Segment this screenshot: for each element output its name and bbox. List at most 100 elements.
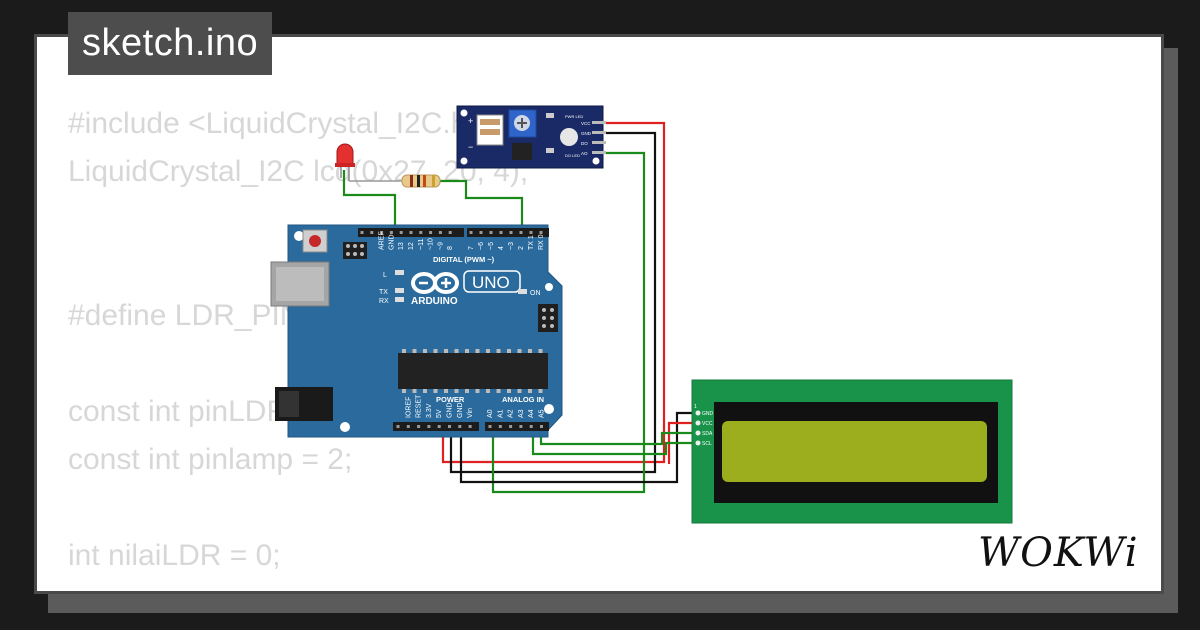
header-pin[interactable] <box>529 425 533 428</box>
header-pin[interactable] <box>488 425 492 428</box>
top-pin-label: AREF <box>379 231 386 250</box>
bottom-pin-label: 3.3V <box>426 403 433 418</box>
header-pin[interactable] <box>409 231 413 234</box>
led-tx-label: TX <box>379 289 388 296</box>
top-pin-label: 13 <box>398 242 405 250</box>
header-pin[interactable] <box>427 425 431 428</box>
header-pin[interactable] <box>419 231 423 234</box>
digital-header-label: DIGITAL (PWM ~) <box>433 255 495 264</box>
wire-ldr-gnd[interactable] <box>449 131 657 474</box>
arduino-logo-icon <box>411 272 459 294</box>
header-pin[interactable] <box>499 231 503 234</box>
uno-badge <box>463 270 521 293</box>
bottom-pin-label: A4 <box>528 409 535 418</box>
code-line: const int pinlamp = 2; <box>68 443 353 476</box>
header-pin[interactable] <box>498 425 502 428</box>
icsp-header-top <box>343 242 367 259</box>
power-jack-inner <box>279 391 299 417</box>
header-pin[interactable] <box>539 231 543 234</box>
lcd-display[interactable]: 1 GND VCC SDA SCL <box>691 379 1013 524</box>
ldr-pin-label: GND <box>581 131 592 136</box>
led-on <box>518 289 527 294</box>
top-pin-label: GND <box>388 234 395 250</box>
wire-ldr-vcc[interactable] <box>441 121 666 464</box>
ldr-sensor-module[interactable]: + − PWR LED DO LED VCC GND DO AO <box>456 105 606 169</box>
top-pin-label: 7 <box>468 246 475 250</box>
wire-lcd-gnd[interactable] <box>459 411 698 484</box>
header-pin[interactable] <box>360 231 364 234</box>
top-pin-label: ~10 <box>428 238 435 250</box>
wire-led-gnd[interactable] <box>342 170 397 232</box>
svg-text:−: − <box>468 142 473 152</box>
svg-text:DO LED: DO LED <box>565 153 580 158</box>
header-pin[interactable] <box>509 231 513 234</box>
header-pin[interactable] <box>489 231 493 234</box>
header-pin[interactable] <box>448 231 452 234</box>
header-pin[interactable] <box>448 425 451 428</box>
top-pin-label: RX 0 <box>538 234 545 250</box>
header-pin[interactable] <box>509 425 513 428</box>
mount-hole <box>340 422 350 432</box>
analog-label: ANALOG IN <box>502 395 544 404</box>
code-line: #include <LiquidCrystal_I2C.h> <box>68 107 485 140</box>
top-pin-label: ~9 <box>437 242 444 250</box>
led-l-label: L <box>383 272 387 279</box>
mount-hole <box>460 157 468 165</box>
top-pin-label: 8 <box>447 246 454 250</box>
code-preview: #include <LiquidCrystal_I2C.h> LiquidCry… <box>68 100 528 580</box>
header-pin[interactable] <box>458 425 462 428</box>
wire-lcd-scl[interactable] <box>531 428 698 456</box>
header-pin[interactable] <box>429 231 433 234</box>
header-pin[interactable] <box>469 231 473 234</box>
led-on-label: ON <box>530 290 541 297</box>
header-pin[interactable] <box>396 425 400 428</box>
header-pin[interactable] <box>380 231 384 234</box>
power-header <box>393 422 479 431</box>
usb-port-inner <box>276 267 324 301</box>
header-pin[interactable] <box>399 231 403 234</box>
digital-header-right <box>467 228 549 237</box>
icsp-header-right <box>538 304 558 332</box>
bottom-pin-label: A3 <box>518 409 525 418</box>
wokwi-logo-icon: WOKWi <box>978 530 1139 576</box>
header-pin[interactable] <box>370 231 374 234</box>
wire-lcd-vcc[interactable] <box>667 421 698 464</box>
lcd-pin-label: GND <box>702 411 714 417</box>
wire-resistor-pin2[interactable] <box>440 179 524 232</box>
bottom-pin-label: IOREF <box>405 397 412 418</box>
atmega-chip <box>398 349 548 393</box>
header-pin[interactable] <box>437 425 441 428</box>
bottom-pin-label: A2 <box>508 409 515 418</box>
header-pin[interactable] <box>468 425 472 428</box>
top-pin-label: ~5 <box>488 242 495 250</box>
bottom-pin-label: A5 <box>539 409 546 418</box>
header-pin[interactable] <box>519 231 523 234</box>
red-led[interactable] <box>335 143 402 182</box>
header-pin[interactable] <box>438 231 442 234</box>
header-pin[interactable] <box>479 231 483 234</box>
mount-hole <box>544 404 554 414</box>
ldr-pin-label: DO <box>581 141 588 146</box>
bottom-pin-label: 5V <box>436 409 443 418</box>
wire-lcd-sda[interactable] <box>539 428 698 446</box>
top-pin-label: ~6 <box>478 242 485 250</box>
top-pin-label: 4 <box>498 246 505 250</box>
header-pin[interactable] <box>417 425 421 428</box>
header-pin[interactable] <box>406 425 410 428</box>
top-pin-label: ~11 <box>418 239 425 250</box>
wire-ldr-ao[interactable] <box>491 151 646 494</box>
header-pin[interactable] <box>540 425 543 428</box>
reset-button-cap[interactable] <box>309 235 321 247</box>
lcd-pin-label: VCC <box>702 421 713 427</box>
bottom-pin-label: RESET <box>416 394 423 418</box>
resistor[interactable] <box>401 174 441 188</box>
wokwi-logo-text: WOKWi <box>978 530 1139 576</box>
top-pin-label: 2 <box>518 246 525 250</box>
header-pin[interactable] <box>389 231 393 234</box>
mount-hole <box>592 157 600 165</box>
header-pin[interactable] <box>529 231 533 234</box>
file-name-tab[interactable]: sketch.ino <box>68 12 273 75</box>
header-pin[interactable] <box>519 425 523 428</box>
